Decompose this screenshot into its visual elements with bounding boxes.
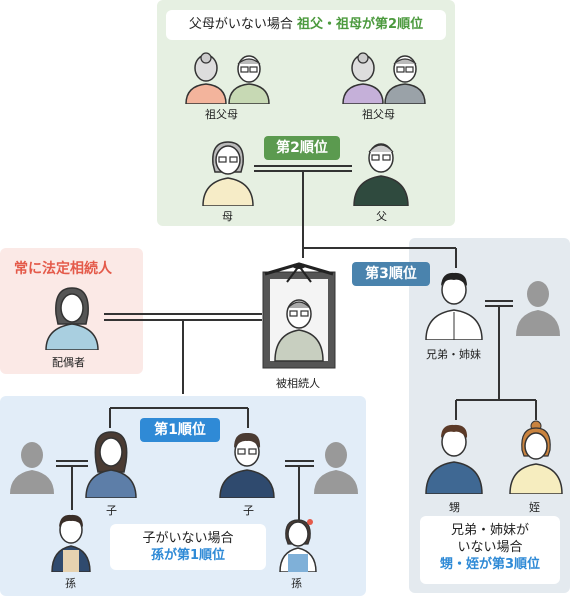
sibling-note-line1: 兄弟・姉妹が: [450, 523, 529, 538]
deceased-portrait-icon: [262, 262, 336, 369]
father-label: 父: [376, 210, 387, 223]
grandchild-left-label: 孫: [65, 577, 76, 590]
second-rank-badge: 第2順位: [264, 136, 340, 160]
grandparents-left-label: 祖父母: [205, 108, 238, 121]
deceased-label: 被相続人: [276, 377, 320, 390]
child-left-label: 子: [106, 504, 117, 517]
mother-icon: [202, 141, 254, 206]
grandchild-icon: [279, 519, 317, 572]
grandchild-icon: [51, 514, 91, 572]
father-icon: [353, 143, 409, 206]
silhouette-icon: [314, 442, 358, 494]
mother-label: 母: [222, 210, 233, 223]
sibling-absent-note: 兄弟・姉妹が いない場合 甥・姪が第3順位: [420, 516, 560, 584]
nephew-label: 甥: [449, 501, 460, 514]
sibling-label: 兄弟・姉妹: [426, 348, 481, 361]
child-absent-note: 子がいない場合 孫が第1順位: [110, 524, 266, 570]
child-icon: [85, 431, 137, 498]
first-rank-badge: 第1順位: [140, 418, 220, 442]
grandparents-right-label: 祖父母: [362, 108, 395, 121]
child-right-label: 子: [243, 504, 254, 517]
sibling-icon: [425, 272, 483, 340]
spouse-icon: [45, 287, 99, 350]
spouse-panel-title: 常に法定相続人: [14, 261, 112, 277]
silhouette-icon: [10, 442, 54, 494]
nephew-icon: [425, 424, 483, 494]
niece-icon: [509, 420, 563, 494]
silhouette-icon: [516, 281, 560, 336]
sibling-note-line3: 甥・姪が第3順位: [439, 557, 541, 572]
child-note-line1: 子がいない場合: [142, 531, 234, 546]
grandparents-note-prefix: 父母がいない場合: [188, 17, 293, 32]
grandmother-icon: [342, 52, 384, 104]
spouse-label: 配偶者: [52, 356, 85, 369]
grandparents-note: 父母がいない場合 祖父・祖母が第2順位: [166, 10, 446, 40]
grandmother-icon: [185, 52, 227, 104]
child-icon: [219, 432, 275, 498]
niece-label: 姪: [529, 501, 540, 514]
child-note-line2: 孫が第1順位: [150, 548, 226, 563]
third-rank-badge: 第3順位: [352, 262, 430, 286]
grandfather-icon: [384, 55, 426, 104]
grandparents-note-highlight: 祖父・祖母が第2順位: [297, 17, 424, 32]
sibling-note-line2: いない場合: [457, 540, 523, 555]
grandfather-icon: [228, 55, 270, 104]
grandchild-right-label: 孫: [291, 577, 302, 590]
